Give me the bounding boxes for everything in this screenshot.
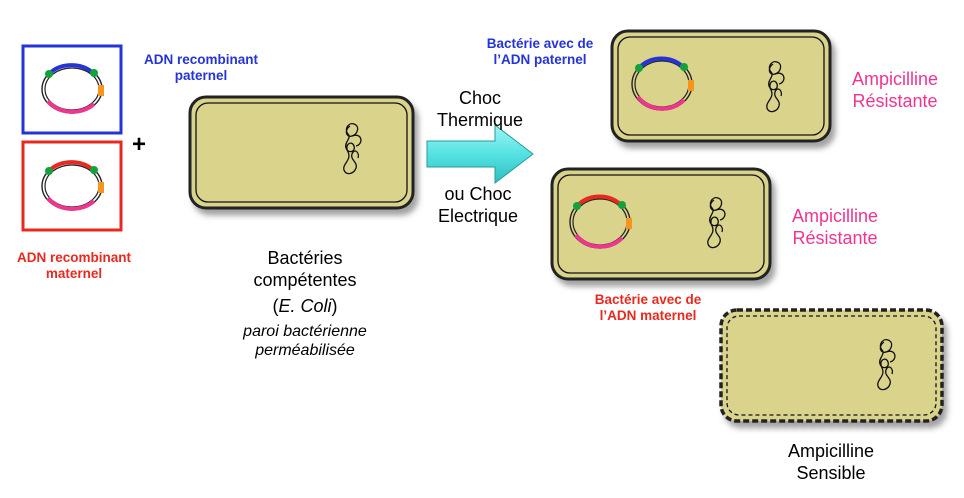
paternal-plasmid-frame: [21, 44, 123, 135]
thermal-shock-label: Choc Thermique: [436, 88, 524, 130]
maternal-transformed-bacterium: [550, 167, 772, 281]
plus-sign: +: [132, 131, 147, 158]
ecoli-close-paren: ): [331, 296, 338, 316]
maternal-plasmid-frame: [21, 140, 123, 232]
transformation-arrow: [426, 123, 534, 185]
electric-shock-label: ou Choc Electrique: [437, 184, 519, 226]
sensitive-bacterium: [719, 308, 944, 423]
permeabilized-wall-label: paroi bactérienne perméabilisée: [243, 323, 367, 360]
ecoli-open-paren: (: [272, 296, 279, 316]
paternal-transformed-bacterium: [610, 29, 832, 143]
paternal-plasmid-ring: [41, 63, 104, 114]
ecoli-species-name: E. Coli: [278, 296, 332, 316]
maternal-plasmid-ring: [41, 160, 104, 211]
resistant-label-1: Ampicilline Résistante: [851, 69, 939, 111]
paternal-bacterium-label: Bactérie avec de l’ADN paternel: [486, 36, 594, 68]
maternal-plasmid-panel: [21, 140, 123, 232]
maternal-bacterium-label: Bactérie avec de l’ADN maternel: [594, 292, 702, 324]
maternal-plasmid-inside: [569, 194, 632, 249]
ecoli-label: (E. Coli): [220, 296, 390, 318]
sensitive-label: Ampicilline Sensible: [787, 441, 875, 483]
competent-bacteria-label: Bactéries compétentes: [253, 248, 357, 290]
paternal-plasmid-inside: [631, 56, 694, 111]
maternal-plasmid-label: ADN recombinant maternel: [16, 250, 131, 282]
competent-bacterium: [188, 95, 415, 210]
paternal-plasmid-label: ADN recombinant paternel: [143, 52, 258, 84]
resistant-label-2: Ampicilline Résistante: [791, 206, 879, 248]
paternal-plasmid-panel: [21, 44, 123, 135]
